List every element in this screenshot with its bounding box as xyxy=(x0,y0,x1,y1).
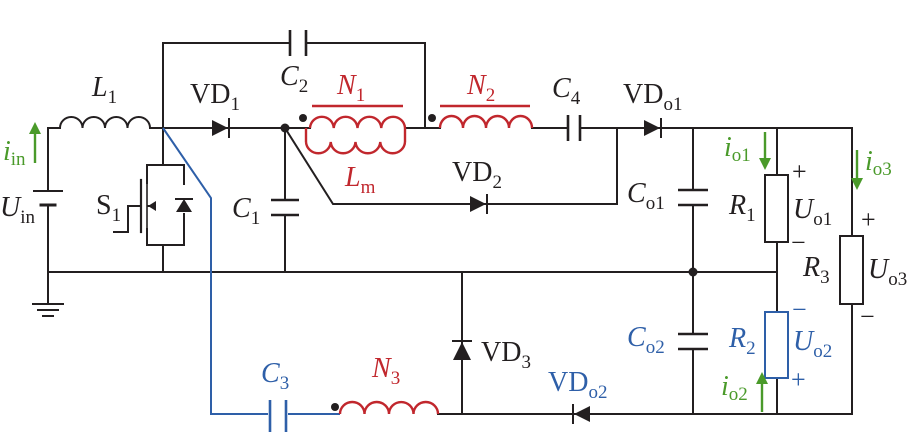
current-arrow-iin xyxy=(29,122,41,163)
label-r2: R2 xyxy=(728,323,756,359)
label-uo1-minus: − xyxy=(791,228,806,257)
label-uo2-plus: + xyxy=(791,365,806,394)
label-n3: N3 xyxy=(371,353,400,389)
label-c1: C1 xyxy=(232,193,260,229)
label-vd3: VD3 xyxy=(481,337,531,373)
label-n2: N2 xyxy=(466,70,495,106)
coupled-inductor xyxy=(304,104,534,155)
label-vdo1: VDo1 xyxy=(623,79,682,115)
polarity-dot-n2 xyxy=(428,114,436,122)
resistor-r1 xyxy=(764,174,789,243)
current-arrow-io3 xyxy=(851,150,863,190)
diode-vd1 xyxy=(211,118,237,138)
winding-n3 xyxy=(338,400,440,415)
input-source xyxy=(33,190,63,207)
label-uo1: Uo1 xyxy=(793,194,832,230)
label-r3: R3 xyxy=(802,252,830,288)
winding-lm xyxy=(304,141,407,155)
capacitor-c3 xyxy=(268,400,288,432)
label-co1: Co1 xyxy=(627,178,665,214)
n3-winding-wires xyxy=(162,127,340,415)
current-arrow-io1 xyxy=(759,132,771,170)
label-io2: io2 xyxy=(721,371,748,405)
label-uo3: Uo3 xyxy=(868,254,907,290)
label-iin: iin xyxy=(3,136,26,170)
capacitor-co2 xyxy=(678,332,708,351)
label-io3: io3 xyxy=(865,146,892,180)
inductor-l1 xyxy=(58,116,152,130)
winding-n1 xyxy=(308,115,407,129)
label-vd2: VD2 xyxy=(452,157,502,193)
resistor-r3 xyxy=(839,235,864,305)
label-c4: C4 xyxy=(552,73,581,109)
label-lm: Lm xyxy=(344,162,376,198)
diode-vdo1 xyxy=(643,118,669,138)
mosfet-s1 xyxy=(113,164,193,246)
winding-n2 xyxy=(438,114,534,129)
label-io1: io1 xyxy=(724,132,751,166)
junction-ground xyxy=(688,267,698,277)
diode-vdo2 xyxy=(567,404,593,424)
label-s1: S1 xyxy=(96,190,121,226)
capacitor-c1 xyxy=(271,198,299,217)
label-uo1-plus: + xyxy=(792,157,807,186)
label-uin: Uin xyxy=(0,192,36,228)
label-co2: Co2 xyxy=(627,322,665,358)
polarity-dot-n1 xyxy=(299,114,307,122)
label-vdo2: VDo2 xyxy=(548,367,607,403)
polarity-dot-n3 xyxy=(331,403,339,411)
capacitor-co1 xyxy=(678,188,708,207)
label-c3: C3 xyxy=(261,358,289,394)
resistor-r2 xyxy=(764,311,789,379)
junction-c1 xyxy=(280,123,290,133)
capacitor-c4 xyxy=(566,115,582,141)
main-wires xyxy=(32,42,853,415)
diode-vd2 xyxy=(469,194,495,214)
label-l1: L1 xyxy=(91,72,117,108)
label-c2: C2 xyxy=(280,61,308,97)
capacitor-c2 xyxy=(288,30,308,56)
label-uo3-minus: − xyxy=(860,302,875,331)
label-r1: R1 xyxy=(728,190,756,226)
label-uo2: Uo2 xyxy=(793,326,832,362)
label-uo2-minus: − xyxy=(792,295,807,324)
label-vd1: VD1 xyxy=(190,79,240,115)
diode-vd3 xyxy=(452,337,472,363)
current-arrow-io2 xyxy=(756,372,768,412)
label-uo3-plus: + xyxy=(861,205,876,234)
label-n1: N1 xyxy=(336,70,365,106)
